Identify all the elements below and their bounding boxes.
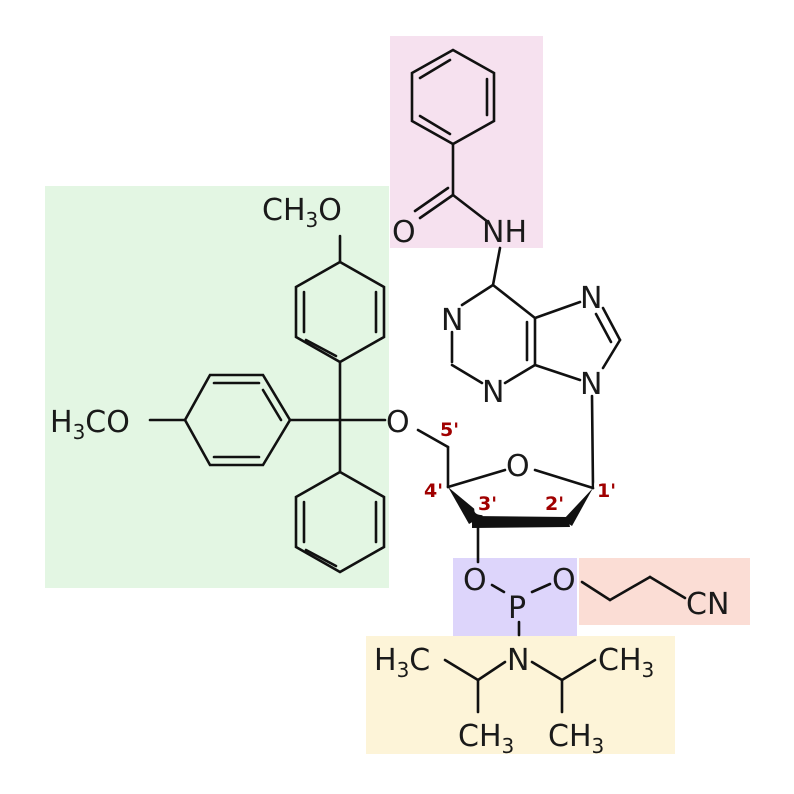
wedge-bond-c3-c4 <box>448 487 483 524</box>
label-4prime: 4' <box>424 480 443 502</box>
wedge-bond-c2-c1 <box>563 488 593 526</box>
atom-ch3-bottom-left: CH3 <box>458 719 514 758</box>
diisopropylamino-highlight <box>366 636 675 754</box>
label-3prime: 3' <box>478 493 497 515</box>
atom-labels: CH3O H3CO O O NH N N N N O O P O CN N H3… <box>50 193 729 758</box>
atom-h3c-left: H3C <box>374 643 430 682</box>
wedge-bond-c3-c2 <box>472 516 570 528</box>
atom-ch3-bottom-right: CH3 <box>548 719 604 758</box>
cyanoethyl-highlight <box>579 558 750 625</box>
atom-ch3-right: CH3 <box>598 643 654 682</box>
phosphite-highlight <box>453 558 577 636</box>
bonds <box>148 48 687 714</box>
atom-n7: N <box>580 281 602 316</box>
atom-o-carbonyl: O <box>392 215 416 250</box>
label-1prime: 1' <box>597 480 616 502</box>
atom-o3: O <box>463 563 487 598</box>
label-2prime: 2' <box>545 493 564 515</box>
atom-o5: O <box>386 405 410 440</box>
atom-o-ring: O <box>506 449 530 484</box>
atom-n3: N <box>482 375 504 410</box>
atom-cn: CN <box>686 587 729 622</box>
atom-n-amine: N <box>507 643 529 678</box>
atom-h3co-left: H3CO <box>50 405 130 444</box>
atom-p: P <box>508 591 526 626</box>
label-5prime: 5' <box>440 419 459 441</box>
dmt-highlight <box>45 186 389 588</box>
atom-n9: N <box>580 367 602 402</box>
atom-n1: N <box>441 303 463 338</box>
atom-o-p: O <box>552 563 576 598</box>
atom-ch3o-top: CH3O <box>262 193 342 232</box>
atom-nh: NH <box>482 215 527 250</box>
